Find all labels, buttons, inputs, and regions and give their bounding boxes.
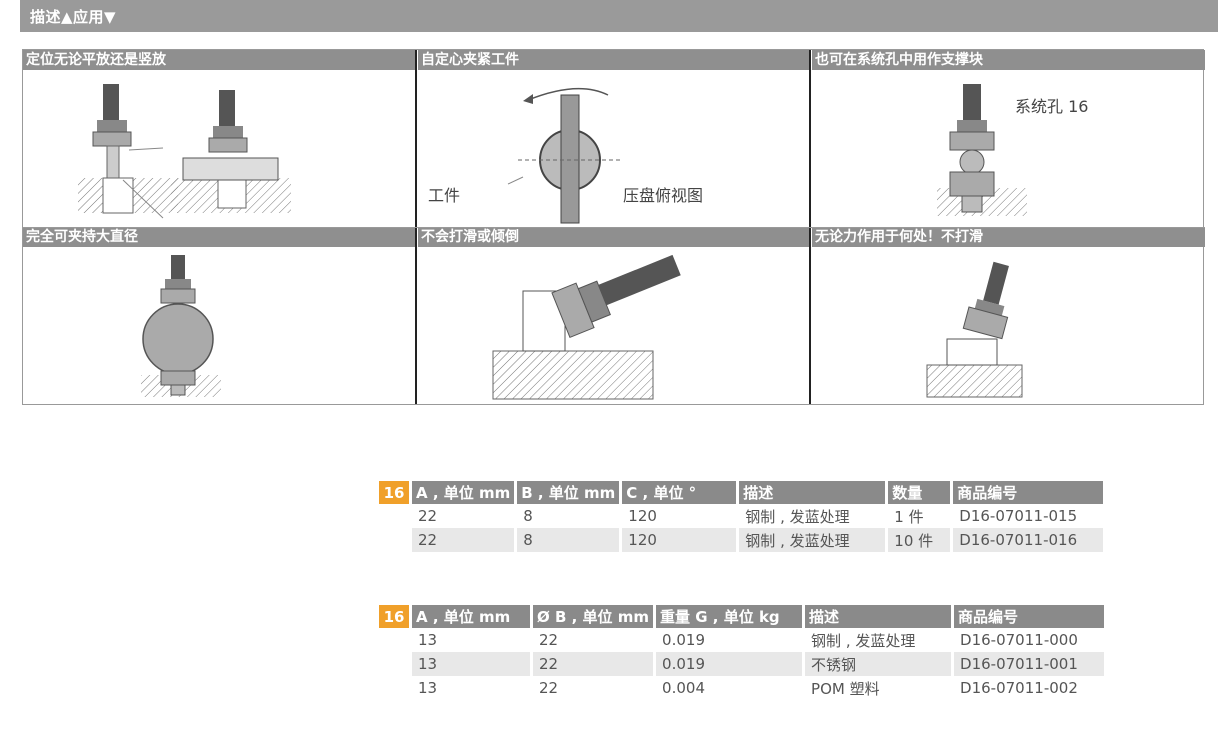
panel-title: 不会打滑或倾倒 (418, 227, 810, 247)
cell: D16-07011-000 (960, 631, 1078, 649)
column-header: C , 单位 ° (622, 481, 737, 504)
force-anywhere-illustration (926, 261, 1023, 398)
column-header: 商品编号 (953, 481, 1104, 504)
column-header: A , 单位 mm (412, 605, 530, 628)
table-row: 13 22 0.019 钢制 , 发蓝处理 D16-07011-000 (379, 628, 1104, 652)
panel-self-centering: 自定心夹紧工件 工件 压盘俯视图 (418, 50, 810, 227)
cell: 120 (628, 507, 657, 525)
cell: 0.004 (662, 679, 705, 697)
cell: 8 (517, 528, 620, 552)
panel-title: 也可在系统孔中用作支撑块 (812, 50, 1205, 70)
panel-no-slip-tilt: 不会打滑或倾倒 (418, 227, 810, 404)
cell: D16-07011-001 (954, 652, 1105, 676)
column-header: 数量 (888, 481, 951, 504)
section-header-marker (0, 0, 22, 32)
cell: 10 件 (888, 528, 951, 552)
product-table-pressure-piece: 16 A , 单位 mm Ø B , 单位 mm 重量 G , 单位 kg 描述… (376, 605, 1107, 700)
column-header: 商品编号 (954, 605, 1105, 628)
no-slip-illustration (492, 254, 681, 400)
cell: 22 (539, 631, 559, 649)
panel-title: 自定心夹紧工件 (418, 50, 810, 70)
panel-force-anywhere: 无论力作用于何处！不打滑 (812, 227, 1205, 404)
table-row: 22 8 120 钢制 , 发蓝处理 10 件 D16-07011-016 (379, 528, 1104, 552)
cell: D16-07011-016 (953, 528, 1104, 552)
cell: 22 (418, 507, 438, 525)
cell: 0.019 (656, 652, 803, 676)
column-header: 描述 (805, 605, 952, 628)
cell: 22 (412, 528, 515, 552)
cell: 钢制 , 发蓝处理 (739, 528, 886, 552)
table-row: 13 22 0.019 不锈钢 D16-07011-001 (379, 652, 1105, 676)
application-panels: 定位无论平放还是竖放 自定心夹紧工件 (22, 49, 1205, 405)
system-badge: 16 (379, 481, 409, 504)
cell: POM 塑料 (811, 679, 880, 698)
panel-large-diameter: 完全可夹持大直径 (23, 227, 416, 404)
cell: 13 (418, 679, 438, 697)
self-centering-illustration (507, 87, 623, 224)
large-diameter-illustration (141, 255, 221, 397)
product-table-clamp: 16 A , 单位 mm B , 单位 mm C , 单位 ° 描述 数量 商品… (376, 481, 1106, 552)
panel-divider-horizontal (23, 227, 1205, 228)
cell: D16-07011-002 (960, 679, 1078, 697)
cell: 1 件 (894, 507, 924, 526)
column-header: Ø B , 单位 mm (533, 605, 654, 628)
column-header: 描述 (739, 481, 886, 504)
table-row: 22 8 120 钢制 , 发蓝处理 1 件 D16-07011-015 (379, 504, 1103, 528)
cell: 120 (622, 528, 737, 552)
cell: 13 (418, 631, 438, 649)
label-pressure-plate-view: 压盘俯视图 (623, 186, 704, 205)
cell: 22 (539, 679, 559, 697)
cell: 钢制 , 发蓝处理 (745, 507, 850, 526)
panel-horizontal-vertical: 定位无论平放还是竖放 (23, 50, 416, 227)
cell: 8 (523, 507, 533, 525)
clamp-positioning-illustration (78, 84, 291, 219)
cell: 22 (533, 652, 654, 676)
cell: 0.019 (662, 631, 705, 649)
table-row: 13 22 0.004 POM 塑料 D16-07011-002 (379, 676, 1104, 700)
section-header-bar: 描述▲应用▼ (0, 0, 1218, 32)
cell: 13 (412, 652, 530, 676)
column-header: B , 单位 mm (517, 481, 620, 504)
panel-title: 无论力作用于何处！不打滑 (812, 227, 1205, 247)
panel-title: 定位无论平放还是竖放 (23, 50, 416, 70)
panel-title: 完全可夹持大直径 (23, 227, 416, 247)
section-title: 描述▲应用▼ (30, 8, 117, 26)
column-header: A , 单位 mm (412, 481, 515, 504)
cell: 钢制 , 发蓝处理 (811, 631, 916, 650)
label-workpiece: 工件 (428, 186, 461, 205)
cell: 不锈钢 (805, 652, 952, 676)
system-badge: 16 (379, 605, 409, 628)
cell: D16-07011-015 (959, 507, 1078, 525)
label-system-hole: 系统孔 16 (1015, 97, 1089, 116)
support-block-illustration (937, 84, 1027, 216)
panel-system-hole-support: 也可在系统孔中用作支撑块 系统孔 16 (812, 50, 1205, 227)
column-header: 重量 G , 单位 kg (656, 605, 803, 628)
